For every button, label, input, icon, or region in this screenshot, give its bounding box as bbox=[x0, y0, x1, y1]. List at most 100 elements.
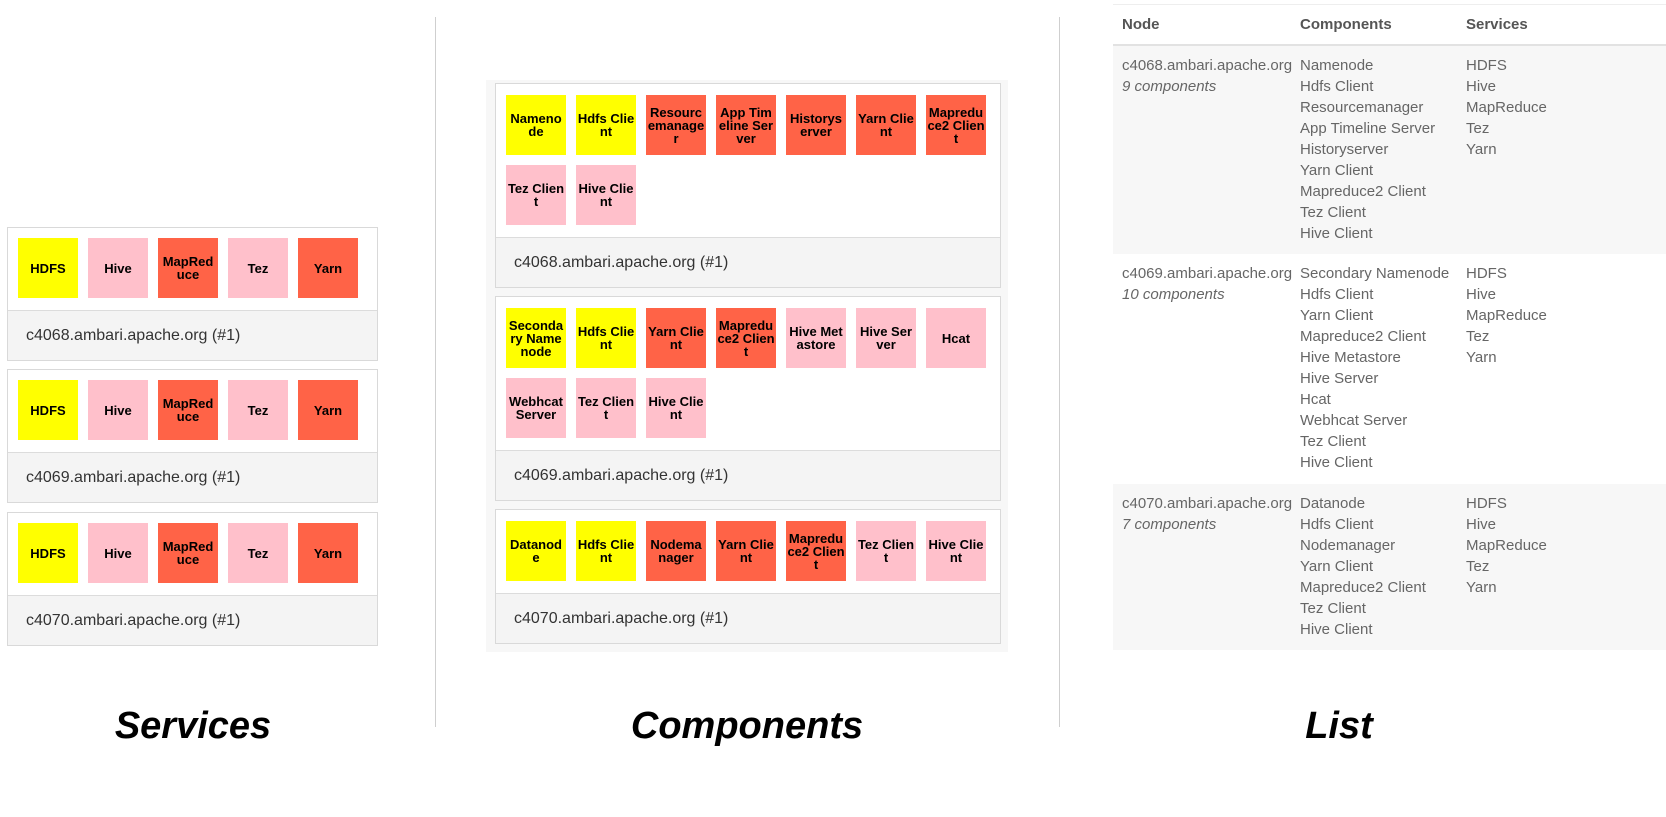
component-item: Namenode bbox=[1300, 57, 1374, 74]
component-item: Hive Metastore bbox=[1300, 349, 1401, 366]
header-node[interactable]: Node bbox=[1122, 16, 1160, 33]
node-hostname[interactable]: c4068.ambari.apache.org bbox=[1122, 57, 1293, 74]
service-item: Yarn bbox=[1466, 141, 1497, 158]
tile-tez[interactable]: Tez bbox=[228, 238, 288, 298]
table-row[interactable]: c4070.ambari.apache.org 7 components Datan… bbox=[1113, 484, 1666, 650]
tile-historyserver[interactable]: Historyserver bbox=[786, 95, 846, 155]
node-card-hostname: c4070.ambari.apache.org (#1) bbox=[496, 593, 1000, 643]
tile-hive-client[interactable]: Hive Client bbox=[576, 165, 636, 225]
node-component-count: 7 components bbox=[1122, 516, 1217, 533]
tile-hdfs[interactable]: HDFS bbox=[18, 380, 78, 440]
component-item: Hive Client bbox=[1300, 621, 1373, 638]
tile-hive-server[interactable]: Hive Server bbox=[856, 308, 916, 368]
node-hostname[interactable]: c4070.ambari.apache.org bbox=[1122, 495, 1293, 512]
component-item: Nodemanager bbox=[1300, 537, 1396, 554]
tile-mapreduce2-client[interactable]: Mapreduce2 Client bbox=[786, 521, 846, 581]
component-item: Hdfs Client bbox=[1300, 286, 1374, 303]
tile-datanode[interactable]: Datanode bbox=[506, 521, 566, 581]
tile-hcat[interactable]: Hcat bbox=[926, 308, 986, 368]
tile-hdfs[interactable]: HDFS bbox=[18, 238, 78, 298]
tile-hive[interactable]: Hive bbox=[88, 380, 148, 440]
service-item: HDFS bbox=[1466, 495, 1507, 512]
tile-secondary-namenode[interactable]: Secondary Namenode bbox=[506, 308, 566, 368]
service-item: Tez bbox=[1466, 558, 1490, 575]
tile-mapreduce2-client[interactable]: Mapreduce2 Client bbox=[716, 308, 776, 368]
service-item: Tez bbox=[1466, 328, 1490, 345]
tile-hdfs-client[interactable]: Hdfs Client bbox=[576, 308, 636, 368]
tile-tez[interactable]: Tez bbox=[228, 380, 288, 440]
tile-yarn[interactable]: Yarn bbox=[298, 523, 358, 583]
tile-mapreduce[interactable]: MapReduce bbox=[158, 238, 218, 298]
node-list-table: Node Components Services c4068.ambari.ap… bbox=[1113, 4, 1666, 650]
tile-mapreduce2-client[interactable]: Mapreduce2 Client bbox=[926, 95, 986, 155]
tile-namenode[interactable]: Namenode bbox=[506, 95, 566, 155]
component-item: Hdfs Client bbox=[1300, 78, 1374, 95]
component-item: Yarn Client bbox=[1300, 558, 1374, 575]
tile-tez-client[interactable]: Tez Client bbox=[576, 378, 636, 438]
tile-hdfs[interactable]: HDFS bbox=[18, 523, 78, 583]
tile-nodemanager[interactable]: Nodemanager bbox=[646, 521, 706, 581]
service-item: Hive bbox=[1466, 286, 1497, 303]
tile-tez-client[interactable]: Tez Client bbox=[506, 165, 566, 225]
header-services[interactable]: Services bbox=[1466, 16, 1528, 33]
component-item: Mapreduce2 Client bbox=[1300, 579, 1426, 596]
tile-tez[interactable]: Tez bbox=[228, 523, 288, 583]
tile-yarn[interactable]: Yarn bbox=[298, 238, 358, 298]
service-item: HDFS bbox=[1466, 57, 1507, 74]
tile-hdfs-client[interactable]: Hdfs Client bbox=[576, 521, 636, 581]
tile-hive[interactable]: Hive bbox=[88, 238, 148, 298]
component-item: Resourcemanager bbox=[1300, 99, 1424, 116]
tile-mapreduce[interactable]: MapReduce bbox=[158, 380, 218, 440]
component-item: Hive Client bbox=[1300, 225, 1373, 242]
component-item: Historyserver bbox=[1300, 141, 1389, 158]
component-item: Mapreduce2 Client bbox=[1300, 183, 1426, 200]
component-item: Tez Client bbox=[1300, 600, 1366, 617]
tile-mapreduce[interactable]: MapReduce bbox=[158, 523, 218, 583]
tile-yarn-client[interactable]: Yarn Client bbox=[856, 95, 916, 155]
service-item: MapReduce bbox=[1466, 537, 1547, 554]
tile-hdfs-client[interactable]: Hdfs Client bbox=[576, 95, 636, 155]
list-view-title: List bbox=[1305, 705, 1373, 747]
tile-app-timeline-server[interactable]: App Timeline Server bbox=[716, 95, 776, 155]
node-card-hostname: c4070.ambari.apache.org (#1) bbox=[8, 595, 377, 645]
tile-tez-client[interactable]: Tez Client bbox=[856, 521, 916, 581]
component-item: App Timeline Server bbox=[1300, 120, 1436, 137]
component-item: Mapreduce2 Client bbox=[1300, 328, 1426, 345]
divider-left bbox=[435, 17, 436, 727]
tile-webhcat-server[interactable]: Webhcat Server bbox=[506, 378, 566, 438]
service-item: Hive bbox=[1466, 78, 1497, 95]
node-card-hostname: c4068.ambari.apache.org (#1) bbox=[496, 237, 1000, 287]
tile-yarn[interactable]: Yarn bbox=[298, 380, 358, 440]
tile-hive-metastore[interactable]: Hive Metastore bbox=[786, 308, 846, 368]
node-card-hostname: c4069.ambari.apache.org (#1) bbox=[496, 450, 1000, 500]
tile-resourcemanager[interactable]: Resourcemanager bbox=[646, 95, 706, 155]
service-item: Hive bbox=[1466, 516, 1497, 533]
tile-yarn-client[interactable]: Yarn Client bbox=[716, 521, 776, 581]
header-components[interactable]: Components bbox=[1300, 16, 1392, 33]
components-view-title: Components bbox=[630, 705, 864, 747]
tile-hive[interactable]: Hive bbox=[88, 523, 148, 583]
tile-hive-client[interactable]: Hive Client bbox=[646, 378, 706, 438]
service-item: Tez bbox=[1466, 120, 1490, 137]
node-hostname[interactable]: c4069.ambari.apache.org bbox=[1122, 265, 1293, 282]
tile-hive-client[interactable]: Hive Client bbox=[926, 521, 986, 581]
component-item: Yarn Client bbox=[1300, 307, 1374, 324]
tile-yarn-client[interactable]: Yarn Client bbox=[646, 308, 706, 368]
service-item: HDFS bbox=[1466, 265, 1507, 282]
